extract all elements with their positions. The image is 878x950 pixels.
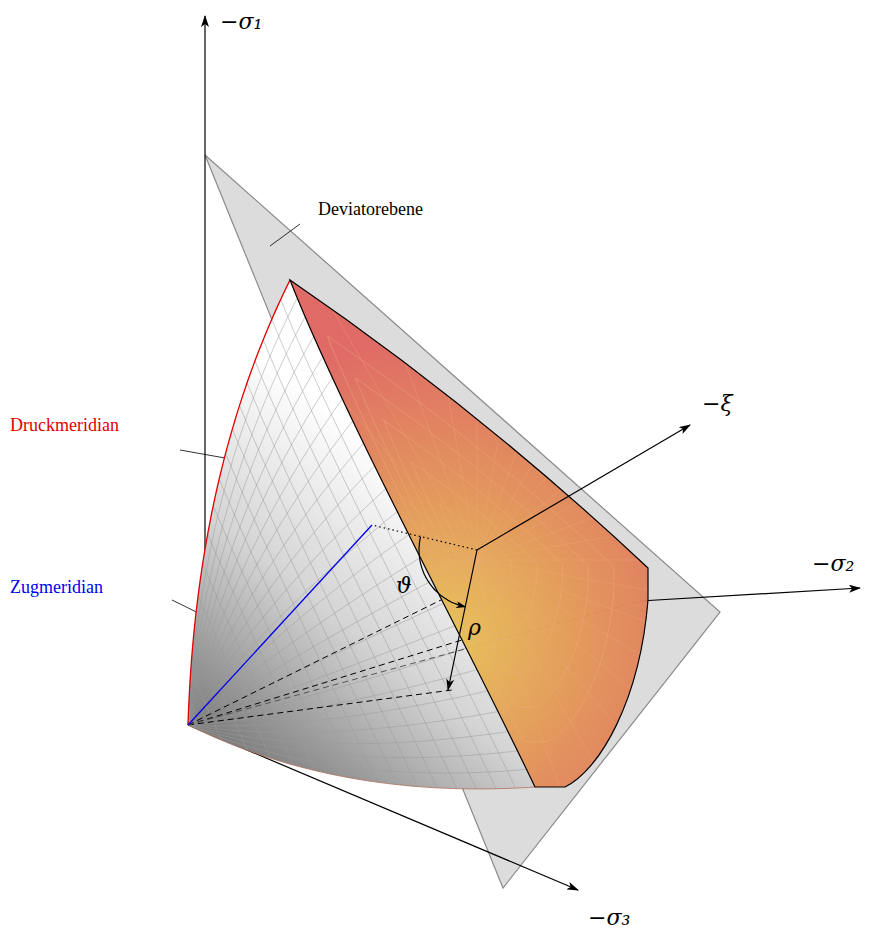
section-grid [408, 560, 477, 950]
mesh-line [188, 626, 455, 725]
meridian-label: Zugmeridian [10, 578, 103, 598]
section-grid [83, 560, 477, 629]
section-grid [340, 184, 477, 560]
section-ring [327, 336, 613, 742]
section-grid [101, 423, 477, 560]
plane-label: Deviatorebene [318, 200, 423, 220]
mesh-line [188, 399, 342, 725]
section-grid [477, 303, 783, 560]
section-fill [290, 280, 648, 787]
section-grid [83, 491, 477, 560]
section-grid [477, 560, 614, 936]
section-grid [477, 214, 677, 560]
section-grid [131, 360, 477, 560]
radius-label: ρ [468, 616, 481, 640]
deviatoric-section [77, 160, 877, 950]
leader-line [270, 224, 300, 246]
axis-sigma2 [640, 588, 860, 601]
section-grid [477, 560, 783, 817]
section-grid [477, 360, 823, 560]
section-ring [384, 420, 563, 674]
mesh-line [188, 581, 432, 725]
mesh-line [188, 336, 314, 725]
meridian-label: Druckmeridian [10, 416, 119, 436]
reference-line [372, 525, 477, 550]
tension-meridian [188, 525, 372, 725]
axis-label: −σ₃ [588, 906, 630, 930]
section-grid [477, 560, 853, 697]
mesh-line [226, 454, 377, 783]
section-grid [171, 560, 477, 817]
mesh-line [188, 603, 443, 725]
mesh-line [213, 506, 335, 775]
section-grid [477, 560, 734, 866]
section-grid [171, 303, 477, 560]
section-grid [477, 491, 871, 560]
mesh-line [188, 725, 508, 744]
mesh-line [188, 535, 409, 725]
hidden-line [188, 598, 445, 725]
hidden-line [188, 640, 462, 725]
leader-line [180, 450, 225, 458]
axis-label: −σ₂ [812, 552, 854, 576]
axis-label: −ξ [702, 392, 733, 416]
mesh-line [208, 534, 315, 770]
hidden-line [188, 690, 452, 725]
mesh-line [203, 564, 293, 765]
section-grid [477, 160, 478, 560]
section-grid [220, 560, 477, 866]
axis-xi [477, 425, 690, 550]
section-grid [340, 560, 477, 936]
theta-arc [419, 537, 465, 607]
section-grid [477, 560, 546, 950]
section-grid [277, 560, 477, 906]
section-grid [477, 560, 823, 760]
cone-bottom-edge [188, 725, 535, 789]
section-grid [477, 184, 614, 560]
mesh-line [188, 298, 297, 725]
section-grid [131, 560, 477, 760]
mesh-line [198, 596, 271, 758]
section-grid [77, 560, 477, 561]
compression-meridian [188, 280, 290, 725]
section-grid [101, 560, 477, 697]
section-outline [290, 280, 648, 787]
mesh-line [188, 317, 305, 725]
axis-label: −σ₁ [220, 10, 262, 34]
section-grid [477, 166, 546, 560]
mesh-line [188, 512, 397, 725]
angle-label: ϑ [396, 574, 412, 598]
mesh-line [219, 479, 356, 779]
section-grid [477, 423, 853, 560]
section-grid [477, 254, 734, 560]
mesh-line [188, 378, 332, 725]
mesh-line [188, 489, 386, 725]
section-grid [220, 254, 477, 560]
section-grid [477, 560, 871, 629]
section-grid [277, 214, 477, 560]
section-grid [408, 166, 477, 560]
mesh-line [232, 429, 397, 785]
section-annotations [372, 425, 690, 690]
mesh-line [188, 725, 527, 773]
